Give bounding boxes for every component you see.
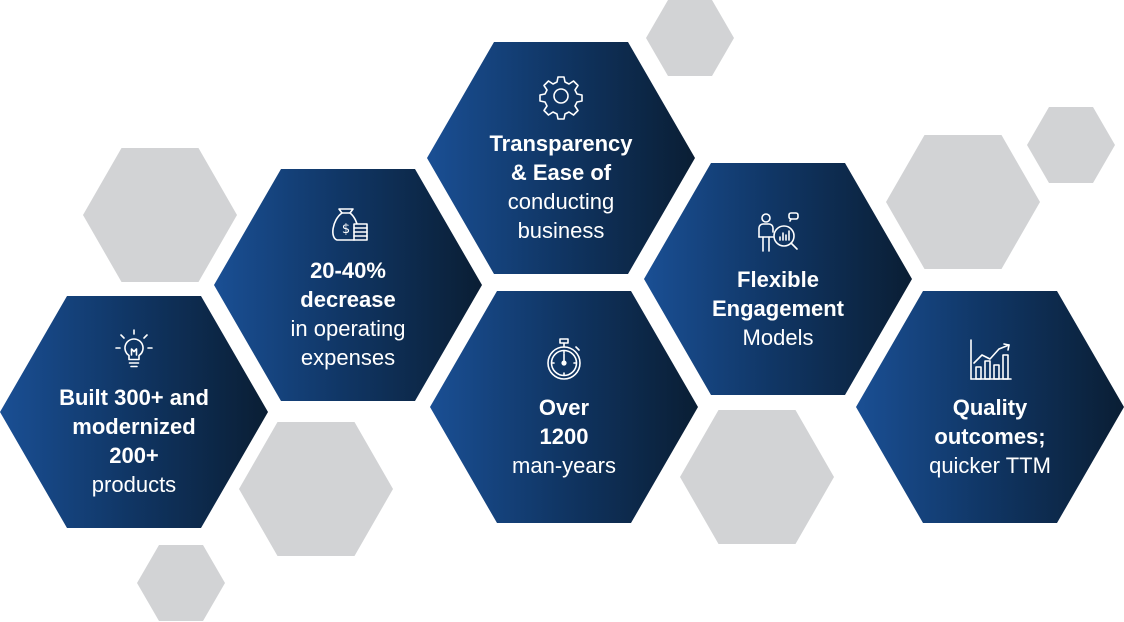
lightbulb-icon bbox=[109, 325, 159, 375]
growth-chart-icon bbox=[965, 335, 1015, 385]
hexagon-light-text: in operating expenses bbox=[290, 316, 406, 370]
hexagon-built-products: Built 300+ and modernized 200+ products bbox=[0, 296, 268, 528]
stopwatch-icon bbox=[539, 335, 589, 385]
money-bag-icon: $ bbox=[323, 198, 373, 248]
hexagon-bold-text: Built 300+ and modernized 200+ bbox=[59, 385, 209, 468]
hexagon-light-text: products bbox=[91, 472, 177, 497]
decorative-hexagon bbox=[646, 0, 734, 76]
hexagon-light-text: man-years bbox=[512, 452, 616, 478]
hexagon-flexible-engagement: Flexible Engagement Models bbox=[644, 163, 912, 395]
hexagon-bold-text: Over 1200 bbox=[538, 394, 590, 449]
analyst-icon bbox=[753, 207, 803, 257]
hexagon-quality-outcomes: Quality outcomes; quicker TTM bbox=[856, 291, 1124, 523]
hexagon-light-text: conducting business bbox=[507, 189, 615, 243]
decorative-hexagon bbox=[680, 410, 834, 544]
hexagon-bold-text: Transparency & Ease of bbox=[489, 131, 633, 185]
decorative-hexagon bbox=[1027, 107, 1115, 183]
hexagon-transparency: Transparency & Ease of conducting busine… bbox=[427, 42, 695, 274]
decorative-hexagon bbox=[137, 545, 225, 621]
svg-text:$: $ bbox=[342, 222, 350, 237]
gear-icon bbox=[536, 71, 586, 121]
hexagon-light-text: quicker TTM bbox=[929, 452, 1051, 478]
hexagon-bold-text: Quality outcomes; bbox=[934, 394, 1046, 449]
hexagon-man-years: Over 1200 man-years bbox=[430, 291, 698, 523]
decorative-hexagon bbox=[886, 135, 1040, 269]
hexagon-light-text: Models bbox=[742, 324, 814, 350]
decorative-hexagon bbox=[239, 422, 393, 556]
decorative-hexagon bbox=[83, 148, 237, 282]
hexagon-bold-text: Flexible Engagement bbox=[711, 266, 845, 321]
hexagon-cost-decrease: $ 20-40% decrease in operating expenses bbox=[214, 169, 482, 401]
hexagon-bold-text: 20-40% decrease bbox=[300, 258, 396, 312]
